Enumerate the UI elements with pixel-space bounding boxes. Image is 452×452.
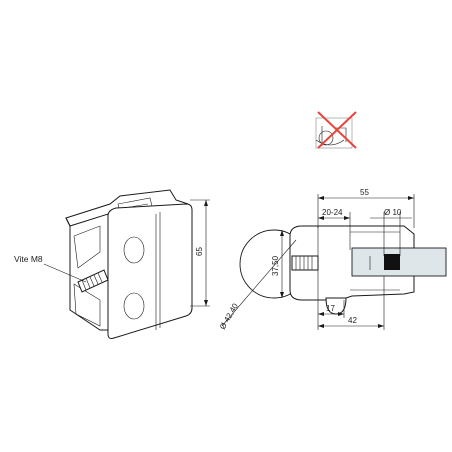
height-dimension: 65 — [190, 199, 210, 307]
width-value: 55 — [360, 188, 369, 197]
pipe-diameter-value: Ø 42,40 — [218, 301, 240, 331]
hole-diameter-dimension: Ø 10 — [370, 208, 412, 256]
isometric-view — [65, 189, 193, 339]
curvature-dimension: 37,50 — [271, 230, 284, 298]
side-screw — [291, 255, 319, 271]
offset-42-value: 42 — [348, 316, 357, 325]
glass-range-dimension: 20-24 — [318, 208, 351, 250]
screw-m8 — [77, 269, 109, 293]
height-value: 65 — [195, 247, 204, 256]
no-pipe-mount-icon — [315, 111, 357, 149]
screw-label: Vite M8 — [14, 254, 43, 264]
width-dimension: 55 — [317, 188, 415, 228]
curvature-value: 37,50 — [271, 255, 280, 276]
side-view — [239, 225, 447, 315]
hole-diameter-value: Ø 10 — [384, 208, 402, 217]
glass-pin — [384, 254, 400, 270]
offset-17-value: 17 — [326, 304, 335, 313]
bottom-dimensions: 17 42 — [317, 276, 385, 330]
glass-range-value: 20-24 — [322, 208, 343, 217]
pipe-diameter-dimension: Ø 42,40 — [218, 239, 297, 331]
